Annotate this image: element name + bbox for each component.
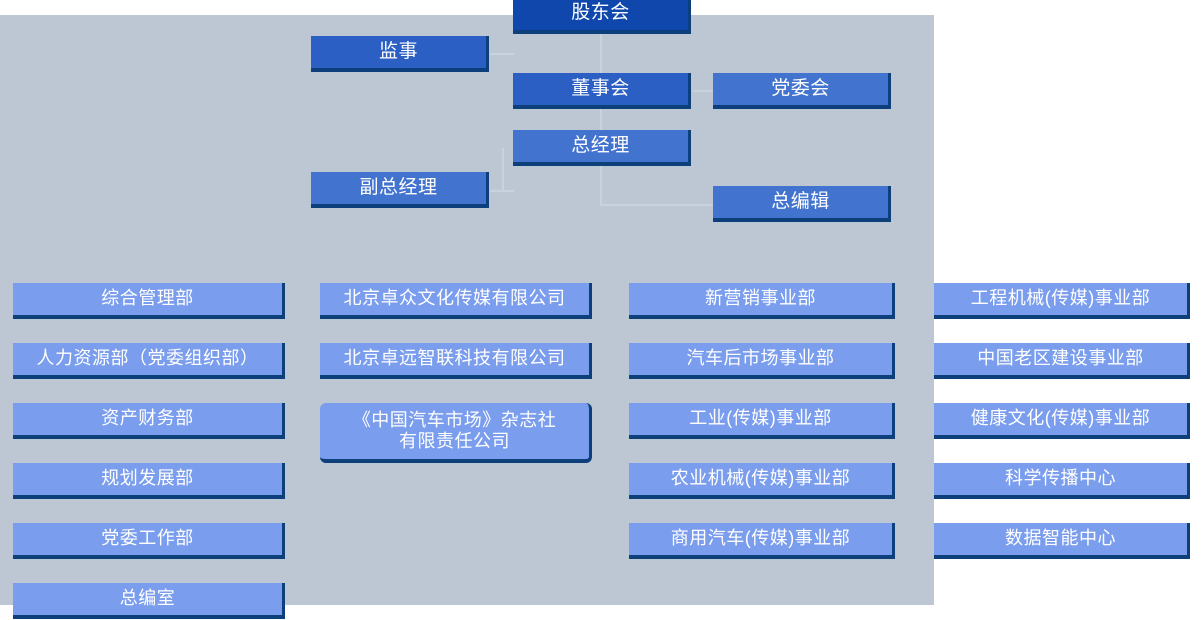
- connector-chiefeditor-horizontal: [600, 204, 713, 206]
- business-unit-box[interactable]: 健康文化(传媒)事业部: [934, 403, 1190, 439]
- subsidiary-box[interactable]: 北京卓远智联科技有限公司: [320, 343, 592, 379]
- business-unit-box[interactable]: 农业机械(传媒)事业部: [629, 463, 895, 499]
- business-unit-label: 汽车后市场事业部: [686, 348, 835, 369]
- business-unit-box[interactable]: 中国老区建设事业部: [934, 343, 1190, 379]
- node-party-committee[interactable]: 党委会: [713, 73, 891, 109]
- node-label: 副总经理: [359, 176, 438, 198]
- business-unit-box[interactable]: 科学传播中心: [934, 463, 1190, 499]
- subsidiary-box[interactable]: 《中国汽车市场》杂志社 有限责任公司: [320, 403, 592, 463]
- dept-label: 综合管理部: [101, 288, 194, 309]
- dept-label: 人力资源部（党委组织部）: [36, 348, 259, 369]
- dept-label: 规划发展部: [101, 468, 194, 489]
- node-label: 监事: [378, 40, 418, 62]
- node-label: 总经理: [571, 134, 630, 156]
- business-unit-label: 健康文化(传媒)事业部: [970, 408, 1151, 429]
- business-unit-box[interactable]: 工业(传媒)事业部: [629, 403, 895, 439]
- connector-board-to-party: [693, 90, 713, 92]
- node-label: 股东会: [571, 1, 630, 23]
- node-deputy-general-manager[interactable]: 副总经理: [311, 172, 489, 208]
- dept-label: 资产财务部: [101, 408, 194, 429]
- subsidiary-label: 北京卓远智联科技有限公司: [343, 348, 566, 369]
- dept-box[interactable]: 综合管理部: [13, 283, 285, 319]
- subsidiary-label: 北京卓众文化传媒有限公司: [343, 288, 566, 309]
- business-unit-label: 新营销事业部: [705, 288, 816, 309]
- business-unit-box[interactable]: 商用汽车(传媒)事业部: [629, 523, 895, 559]
- dept-box[interactable]: 人力资源部（党委组织部）: [13, 343, 285, 379]
- business-unit-label: 中国老区建设事业部: [977, 348, 1144, 369]
- connector-gm-to-chief-editor: [600, 166, 602, 204]
- business-unit-label: 科学传播中心: [1005, 468, 1116, 489]
- connector-board-to-gm: [600, 108, 602, 130]
- node-label: 党委会: [771, 77, 830, 99]
- business-unit-label: 商用汽车(传媒)事业部: [670, 528, 851, 549]
- business-unit-box[interactable]: 数据智能中心: [934, 523, 1190, 559]
- dept-box[interactable]: 规划发展部: [13, 463, 285, 499]
- business-unit-box[interactable]: 汽车后市场事业部: [629, 343, 895, 379]
- node-general-manager[interactable]: 总经理: [513, 130, 691, 166]
- subsidiary-label: 《中国汽车市场》杂志社 有限责任公司: [352, 409, 557, 451]
- node-board-of-directors[interactable]: 董事会: [513, 73, 691, 109]
- node-label: 董事会: [571, 77, 630, 99]
- dept-box[interactable]: 党委工作部: [13, 523, 285, 559]
- node-supervisor[interactable]: 监事: [311, 36, 489, 72]
- business-unit-box[interactable]: 新营销事业部: [629, 283, 895, 319]
- dept-box[interactable]: 总编室: [13, 583, 285, 619]
- dept-label: 党委工作部: [101, 528, 194, 549]
- business-unit-label: 农业机械(传媒)事业部: [670, 468, 851, 489]
- connector-supervisor-to-shareholders: [490, 53, 514, 55]
- dept-box[interactable]: 资产财务部: [13, 403, 285, 439]
- subsidiary-box[interactable]: 北京卓众文化传媒有限公司: [320, 283, 592, 319]
- connector-shareholders-to-board: [600, 34, 602, 74]
- connector-gm-stem: [502, 148, 504, 192]
- business-unit-label: 工业(传媒)事业部: [689, 408, 832, 429]
- node-label: 总编辑: [771, 190, 830, 212]
- business-unit-label: 数据智能中心: [1005, 528, 1116, 549]
- node-editor-in-chief[interactable]: 总编辑: [713, 186, 891, 222]
- business-unit-box[interactable]: 工程机械(传媒)事业部: [934, 283, 1190, 319]
- node-shareholders-meeting[interactable]: 股东会: [513, 0, 691, 34]
- dept-label: 总编室: [119, 588, 176, 609]
- business-unit-label: 工程机械(传媒)事业部: [970, 288, 1151, 309]
